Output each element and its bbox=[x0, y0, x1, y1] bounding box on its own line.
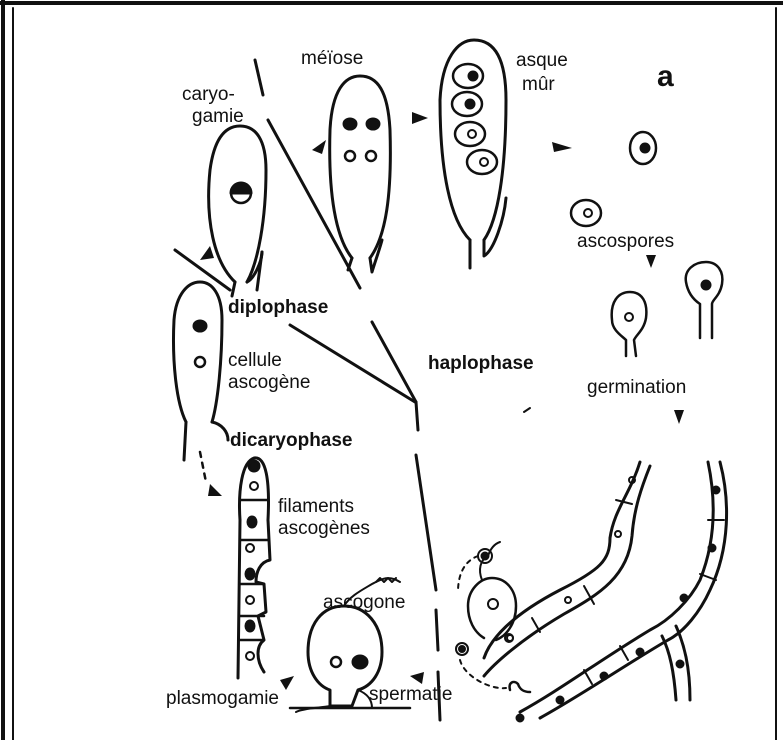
label-ascospores: ascospores bbox=[577, 231, 674, 252]
label-dicaryophase: dicaryophase bbox=[230, 430, 353, 451]
label-asque-line2: mûr bbox=[522, 74, 555, 95]
label-ascogone: ascogone bbox=[323, 592, 405, 613]
label-filaments-line2: ascogènes bbox=[278, 518, 370, 539]
label-cellule-line2: ascogène bbox=[228, 372, 310, 393]
label-asque-line1: asque bbox=[516, 50, 568, 71]
label-meiose: méïose bbox=[301, 48, 363, 69]
label-spermatie: spermatie bbox=[369, 684, 452, 705]
label-plasmogamie: plasmogamie bbox=[166, 688, 279, 709]
mycelium bbox=[456, 462, 727, 721]
label-diplophase: diplophase bbox=[228, 297, 328, 318]
label-haplophase: haplophase bbox=[428, 353, 534, 374]
cell-meiose bbox=[330, 76, 391, 272]
cell-caryogamie bbox=[209, 126, 266, 296]
arrowheads bbox=[200, 112, 684, 690]
label-germination: germination bbox=[587, 377, 686, 398]
cell-ascogene bbox=[174, 282, 229, 482]
cell-asque-mur bbox=[440, 40, 506, 268]
label-caryogamie-line1: caryo- bbox=[182, 84, 235, 105]
filaments-ascogenes bbox=[238, 458, 270, 678]
label-cellule-line1: cellule bbox=[228, 350, 282, 371]
corner-letter: a bbox=[657, 62, 674, 92]
label-filaments-line1: filaments bbox=[278, 496, 354, 517]
label-caryogamie-line2: gamie bbox=[192, 106, 244, 127]
